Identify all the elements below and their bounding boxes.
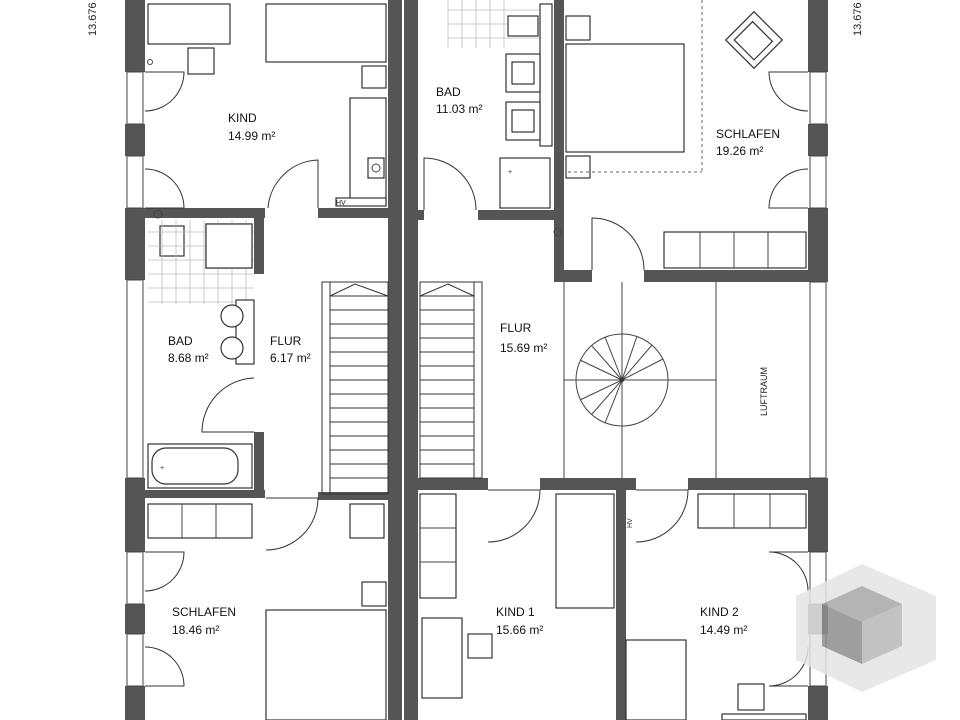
spiral-stair — [563, 282, 717, 478]
room-area-kind: 14.99 m² — [228, 129, 275, 143]
tile-grid-right — [447, 0, 540, 48]
room-name-bad-top: BAD — [436, 85, 461, 99]
stair-right — [419, 281, 483, 479]
room-area-flur-left: 6.17 m² — [270, 351, 311, 365]
room-area-flur-center: 15.69 m² — [500, 341, 547, 355]
cube-logo — [796, 564, 936, 692]
room-name-kind1: KIND 1 — [496, 605, 535, 619]
room-area-kind1: 15.66 m² — [496, 623, 543, 637]
room-labels: KIND 14.99 m² BAD 11.03 m² SCHLAFEN 19.2… — [168, 85, 780, 637]
left-unit-furniture: HV — [144, 3, 389, 720]
room-name-kind: KIND — [228, 111, 257, 125]
room-name-flur-center: FLUR — [500, 321, 532, 335]
svg-text:+: + — [160, 465, 164, 472]
room-area-kind2: 14.49 m² — [700, 623, 747, 637]
room-name-schlafen-top: SCHLAFEN — [716, 127, 780, 141]
dimension-left: 13.676 — [87, 2, 99, 36]
room-area-schlafen-top: 19.26 m² — [716, 144, 763, 158]
svg-text:HV: HV — [627, 518, 634, 528]
stair-left — [321, 281, 389, 495]
luftraum-label: LUFTRAUM — [759, 367, 769, 416]
room-area-bad-top: 11.03 m² — [436, 102, 482, 116]
room-name-flur-left: FLUR — [270, 334, 302, 348]
room-name-bad-left: BAD — [168, 334, 193, 348]
hv-label-left: HV — [336, 200, 346, 207]
room-area-bad-left: 8.68 m² — [168, 351, 209, 365]
walls — [125, 0, 828, 720]
dimension-right: 13.676 — [852, 2, 864, 36]
svg-text:+: + — [508, 169, 512, 176]
room-area-schlafen-bottom: 18.46 m² — [172, 623, 219, 637]
right-unit-furniture: + — [419, 0, 809, 720]
room-name-schlafen-bottom: SCHLAFEN — [172, 605, 236, 619]
room-name-kind2: KIND 2 — [700, 605, 739, 619]
